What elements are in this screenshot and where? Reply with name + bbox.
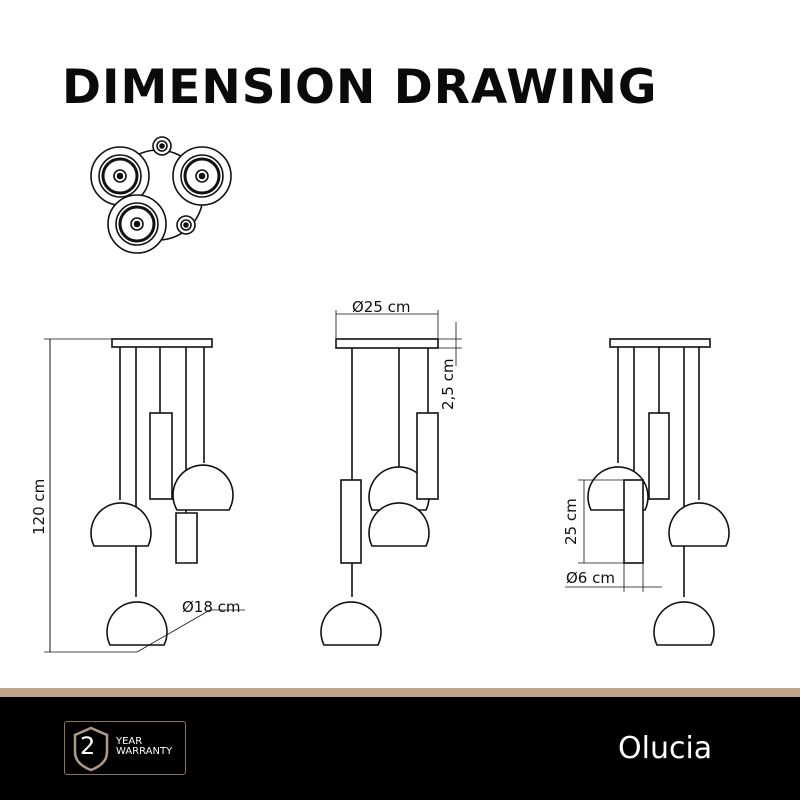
cylinder-diameter-label: Ø6 cm: [566, 569, 615, 587]
footer: 2 YEAR WARRANTY Olucia: [0, 697, 800, 800]
canopy-height-label: 2,5 cm: [439, 359, 457, 410]
canopy-diameter-label: Ø25 cm: [352, 298, 411, 316]
warranty-badge: 2 YEAR WARRANTY: [64, 721, 186, 775]
page-title: DIMENSION DRAWING: [62, 60, 658, 115]
warranty-text: YEAR WARRANTY: [116, 737, 172, 757]
front-view-middle: [320, 310, 462, 646]
accent-band: [0, 688, 800, 697]
warranty-line2: WARRANTY: [116, 746, 173, 757]
warranty-years: 2: [80, 732, 96, 760]
shield-icon: [73, 726, 109, 772]
warranty-line1: YEAR: [116, 736, 143, 747]
cylinder-height-label: 25 cm: [562, 498, 580, 545]
total-height-label: 120 cm: [30, 479, 48, 535]
dimension-drawing: 120 cm Ø18 cm Ø25 cm 2,5 cm: [30, 136, 730, 653]
front-view-right: [565, 338, 730, 646]
brand-logo: Olucia: [618, 731, 713, 766]
ball-diameter-label: Ø18 cm: [182, 598, 241, 616]
front-view-left: [44, 338, 245, 653]
top-view-canopy: [90, 136, 232, 254]
